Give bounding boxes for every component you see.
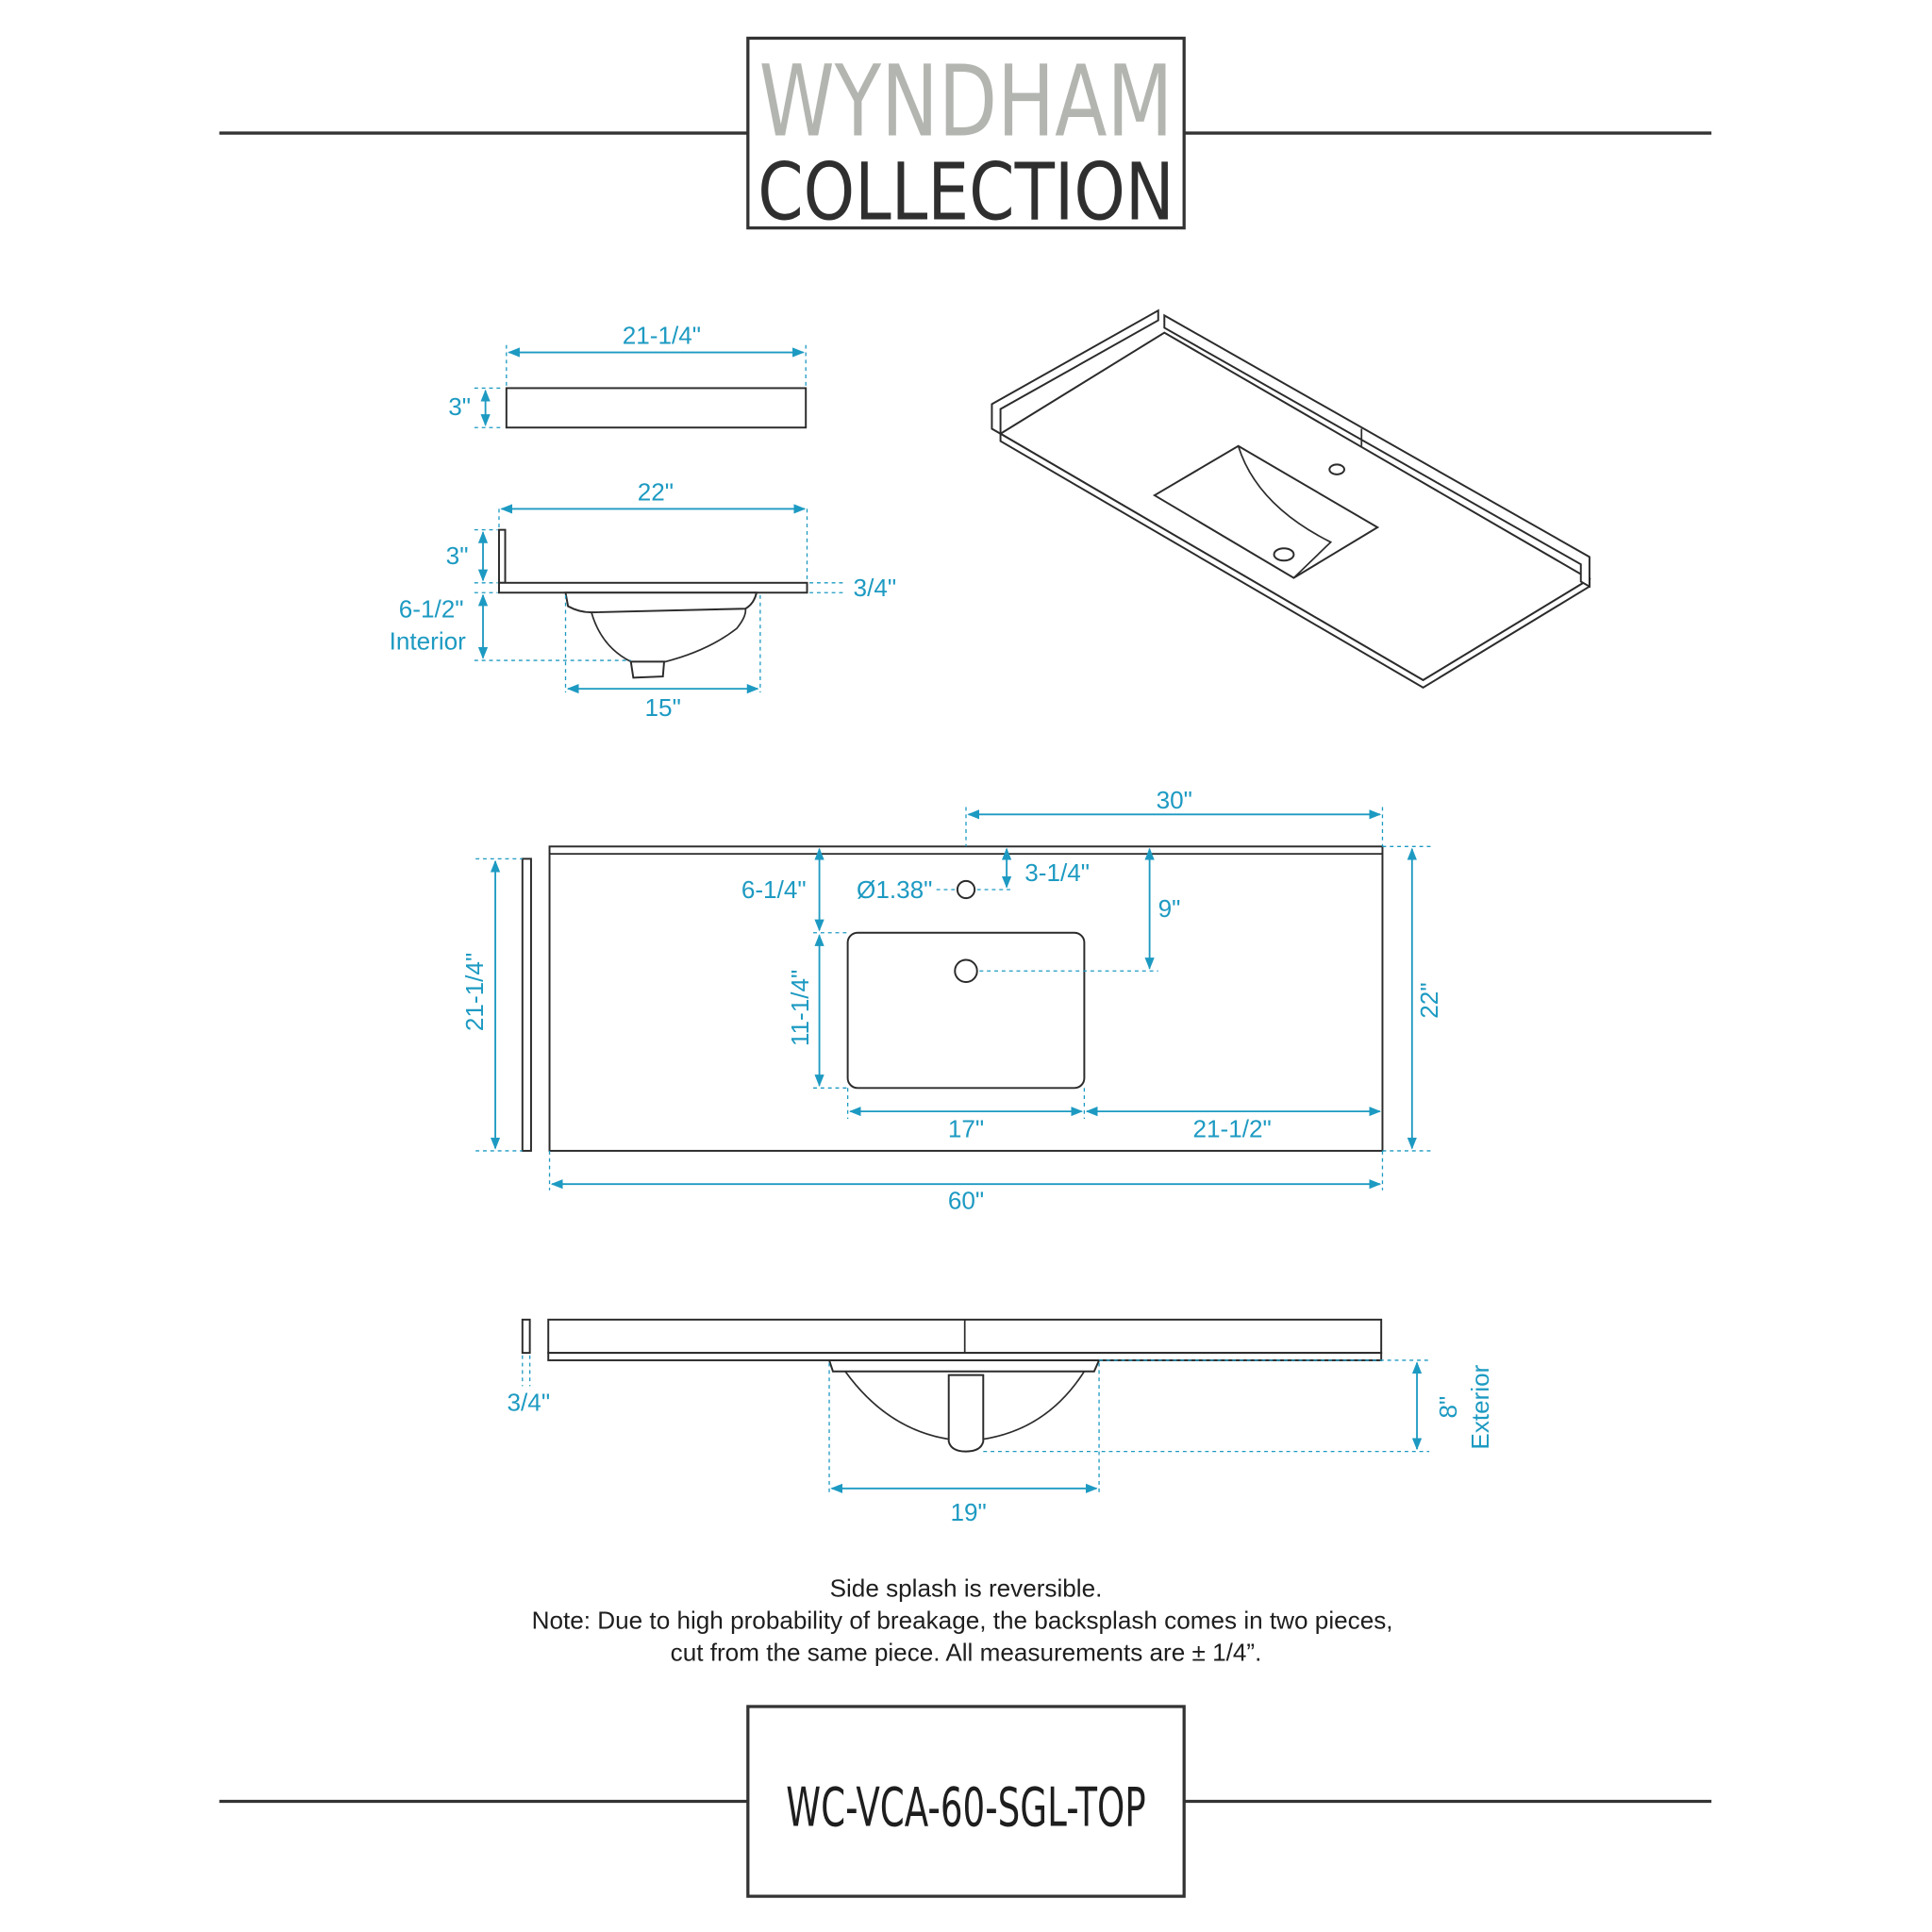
- logo-collection: COLLECTION: [758, 145, 1174, 238]
- sink-plan: [846, 931, 1086, 1090]
- side-splash-outline: [505, 387, 808, 429]
- dim-label-width: 22": [638, 477, 674, 506]
- dim-label-sink-depth: 11-1/4": [786, 970, 814, 1046]
- sink-rim: [564, 591, 758, 614]
- dim-label-side-splash-thickness: 3/4": [508, 1389, 551, 1417]
- side-section-view: 22" 3" 3/4" 6-1/2" Interior 15": [390, 477, 897, 722]
- dim-label-depth: 22": [1415, 982, 1443, 1018]
- note-line: cut from the same piece. All measurement…: [671, 1639, 1262, 1667]
- dim-label-width: 60": [948, 1186, 984, 1214]
- dim-label-height: 3": [448, 392, 471, 421]
- side-splash-plan: [521, 858, 532, 1152]
- notes: Side splash is reversible. Note: Due to …: [532, 1574, 1393, 1667]
- sink-rim-front: [827, 1358, 1101, 1373]
- brand-header: WYNDHAM COLLECTION: [219, 36, 1712, 238]
- drain-front: [947, 1374, 985, 1453]
- model-footer: WC-VCA-60-SGL-TOP: [219, 1705, 1712, 1898]
- dim-label-sink-width: 17": [948, 1115, 984, 1143]
- dim-label-sink-width: 15": [645, 693, 681, 722]
- dim-label-exterior: Exterior: [1466, 1364, 1494, 1449]
- dim-label-splash-height: 3": [446, 541, 469, 570]
- note-line: Note: Due to high probability of breakag…: [532, 1607, 1393, 1635]
- dim-label-sink-width: 19": [950, 1498, 986, 1526]
- dim-label-side-splash-length: 21-1/4": [460, 953, 489, 1031]
- iso-backsplash: [1163, 313, 1591, 589]
- counter-front: [547, 1352, 1383, 1361]
- dim-label-faucet-from-back: 3-1/4": [1024, 858, 1090, 887]
- front-view: 3/4" 8" Exterior 19": [508, 1318, 1494, 1526]
- side-splash-front: [521, 1318, 531, 1355]
- dim-label-exterior-depth: 8": [1434, 1396, 1462, 1419]
- dim-label-drain-from-back: 9": [1158, 894, 1181, 923]
- logo-wyndham: WYNDHAM: [759, 44, 1174, 159]
- counter-section: [498, 581, 808, 594]
- side-splash-view: 21-1/4" 3": [448, 321, 808, 429]
- sink-drain: [629, 660, 666, 679]
- dim-label-faucet-offset: 30": [1157, 786, 1192, 814]
- dim-label-width: 21-1/4": [623, 321, 701, 349]
- iso-drain: [1273, 547, 1295, 562]
- dim-label-thickness: 3/4": [854, 574, 897, 602]
- drain-hole: [954, 958, 978, 983]
- dim-label-faucet-hole: Ø1.38": [857, 875, 932, 904]
- logo-box: [746, 36, 1186, 230]
- model-number: WC-VCA-60-SGL-TOP: [786, 1776, 1145, 1840]
- note-line: Side splash is reversible.: [830, 1574, 1103, 1603]
- dim-label-sink-to-right: 21-1/2": [1192, 1115, 1271, 1143]
- isometric-view: [991, 308, 1591, 689]
- model-box: [746, 1705, 1186, 1898]
- faucet-hole: [956, 879, 976, 900]
- dim-label-sink-from-back: 6-1/4": [741, 875, 807, 904]
- backsplash-section: [498, 528, 507, 584]
- dim-label-interior: Interior: [390, 626, 467, 655]
- iso-side-splash: [991, 308, 1159, 436]
- iso-sink: [1152, 444, 1380, 579]
- dim-label-interior-depth: 6-1/2": [399, 594, 464, 623]
- iso-faucet-hole: [1328, 463, 1345, 475]
- plan-view: 30" 3-1/4" 6-1/4" Ø1.38" 11-1/4" 9" 21-1…: [460, 786, 1443, 1214]
